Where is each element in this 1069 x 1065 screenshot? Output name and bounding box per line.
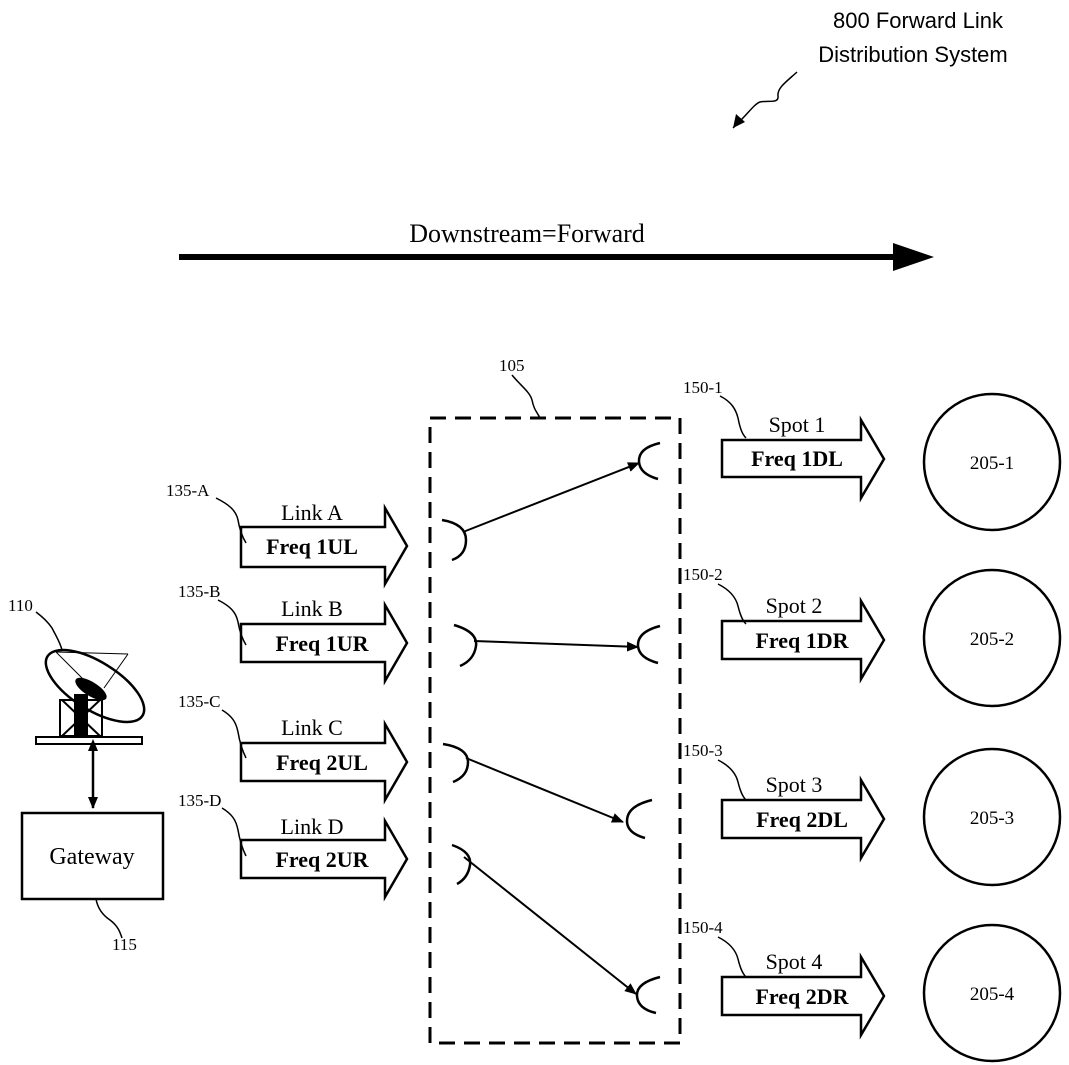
uplink-c-block (239, 719, 409, 805)
feed-horns (441, 441, 661, 1015)
switch-leader (511, 374, 541, 419)
uplink-a-freq: Freq 1UL (266, 534, 358, 559)
spot-cell-4-label: 205-4 (970, 984, 1015, 1005)
uplink-arrow-b: Link B Freq 1UR 135-B (178, 582, 409, 686)
spot-cell-3-label: 205-3 (970, 808, 1014, 829)
figure-title-line2: Distribution System (818, 42, 1008, 67)
downlink-3-ref: 150-3 (683, 741, 723, 760)
gateway-ref: 115 (112, 935, 137, 954)
gateway-antenna: 110 (8, 596, 146, 809)
satellite-dish-icon (35, 648, 146, 745)
downstream-arrow-head (893, 243, 934, 271)
connection-b-to-2 (473, 640, 639, 652)
output-horn-4 (635, 975, 661, 1015)
uplink-arrow-a: Link A Freq 1UL 135-A (166, 481, 409, 589)
switch-connections (462, 462, 640, 995)
uplink-c-ref: 135-C (178, 692, 221, 711)
switch-dashed-border (428, 416, 682, 1045)
uplink-arrow-d: Link D Freq 2UR 135-D (178, 791, 409, 902)
downlink-arrow-4: Spot 4 Freq 2DR 150-4 (683, 918, 886, 1040)
uplink-d-ref: 135-D (178, 791, 221, 810)
uplink-b-leader (217, 599, 247, 646)
connection-d-to-4 (463, 856, 637, 995)
downlink-4-freq: Freq 2DR (755, 984, 849, 1009)
output-horn-2 (636, 624, 661, 665)
spot-cell-1-circle (922, 392, 1062, 532)
uplink-d-name: Link D (281, 814, 344, 839)
figure-title: 800 Forward Link Distribution System (732, 8, 1008, 129)
downstream-arrow: Downstream=Forward (179, 219, 934, 271)
downlink-2-name: Spot 2 (766, 593, 823, 618)
downlink-3-leader (717, 759, 747, 801)
uplink-c-leader (221, 709, 247, 759)
downlink-1-freq: Freq 1DL (751, 446, 843, 471)
downlink-4-leader (717, 936, 747, 978)
switch-ref: 105 (499, 356, 525, 375)
downlink-1-ref: 150-1 (683, 378, 723, 397)
gateway-leader (95, 898, 123, 939)
downlink-3-freq: Freq 2DL (756, 807, 848, 832)
connection-c-to-3 (465, 757, 624, 823)
downlink-4-ref: 150-4 (683, 918, 723, 937)
gateway-box (20, 811, 165, 901)
downstream-label: Downstream=Forward (409, 219, 645, 248)
uplink-a-ref: 135-A (166, 481, 210, 500)
connection-a-to-1 (462, 462, 640, 533)
downlink-2-leader (717, 583, 747, 625)
spot-cell-2-circle (922, 568, 1062, 708)
uplink-c-freq: Freq 2UL (276, 750, 368, 775)
uplink-a-name: Link A (281, 500, 343, 525)
downlink-4-block (720, 952, 886, 1040)
downlink-2-ref: 150-2 (683, 565, 723, 584)
downlink-arrow-1: Spot 1 Freq 1DL 150-1 (683, 378, 886, 503)
downlink-arrow-2: Spot 2 Freq 1DR 150-2 (683, 565, 886, 684)
figure-title-line1: 800 Forward Link (833, 8, 1004, 33)
antenna-ref: 110 (8, 596, 33, 615)
downlink-2-freq: Freq 1DR (755, 628, 849, 653)
downlink-3-block (720, 775, 886, 863)
uplink-c-name: Link C (281, 715, 343, 740)
spot-cell-4-circle (922, 923, 1062, 1063)
gateway-label: Gateway (49, 844, 134, 870)
downlink-arrow-3: Spot 3 Freq 2DL 150-3 (683, 741, 886, 863)
output-horn-3 (625, 798, 653, 840)
output-horn-1 (637, 441, 661, 481)
input-horn-b (453, 623, 478, 668)
switch-box: 105 (428, 356, 682, 1045)
downlink-4-name: Spot 4 (766, 949, 823, 974)
downlink-2-block (720, 596, 886, 684)
input-horn-c (442, 742, 470, 784)
spot-cell-3: 205-3 (922, 747, 1062, 887)
title-leader-arrowhead (733, 114, 745, 128)
spot-cell-1: 205-1 (922, 392, 1062, 532)
downlink-1-block (720, 415, 886, 503)
input-horn-a (441, 518, 468, 562)
uplink-d-freq: Freq 2UR (275, 847, 369, 872)
spot-cell-2-label: 205-2 (970, 629, 1014, 650)
downlink-1-leader (719, 395, 747, 439)
downlink-3-name: Spot 3 (766, 772, 823, 797)
title-leader-squiggle (732, 71, 798, 129)
spot-cell-4: 205-4 (922, 923, 1062, 1063)
uplink-arrow-c: Link C Freq 2UL 135-C (178, 692, 409, 805)
uplink-b-block (239, 600, 409, 686)
spot-cell-2: 205-2 (922, 568, 1062, 708)
antenna-leader (35, 611, 63, 651)
gateway: Gateway 115 (20, 811, 165, 954)
uplink-d-block (239, 816, 409, 902)
uplink-d-leader (221, 807, 247, 857)
spot-cell-1-label: 205-1 (970, 453, 1014, 474)
uplink-b-freq: Freq 1UR (275, 631, 369, 656)
input-horn-d (451, 843, 472, 886)
spot-cell-3-circle (922, 747, 1062, 887)
uplink-b-ref: 135-B (178, 582, 221, 601)
uplink-a-leader (215, 497, 247, 544)
downlink-1-name: Spot 1 (769, 412, 826, 437)
uplink-b-name: Link B (281, 596, 343, 621)
uplink-a-block (239, 503, 409, 589)
